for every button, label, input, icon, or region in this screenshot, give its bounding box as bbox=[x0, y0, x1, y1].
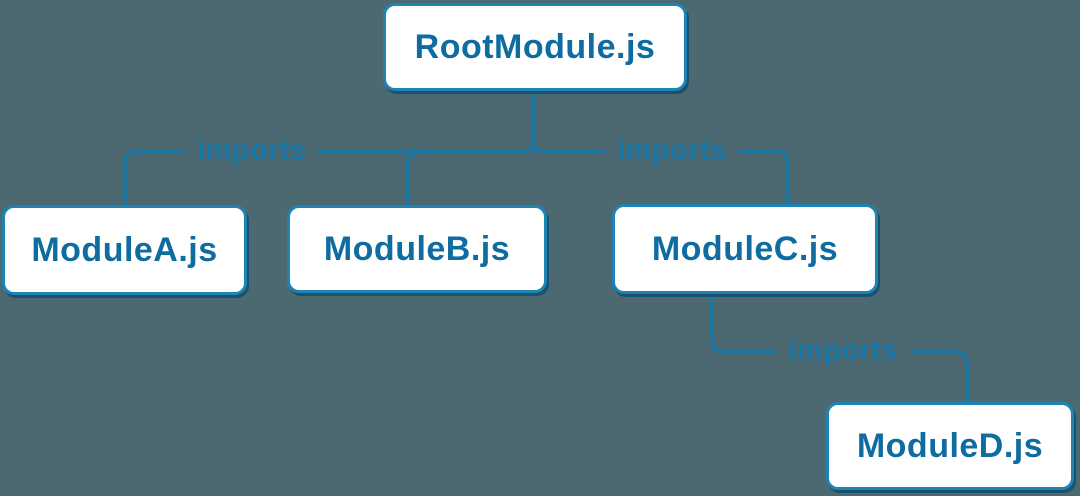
edge-label-imports-moduleC-moduleD: imports bbox=[777, 334, 909, 368]
edge-label-imports-root-moduleA: imports bbox=[186, 134, 318, 168]
node-moduleB: ModuleB.js bbox=[287, 205, 547, 293]
node-rootmodule: RootModule.js bbox=[383, 3, 687, 91]
edge-label-imports-root-moduleC: imports bbox=[606, 134, 738, 168]
node-moduleA-label: ModuleA.js bbox=[31, 230, 218, 269]
node-moduleD-label: ModuleD.js bbox=[856, 426, 1044, 465]
node-moduleD: ModuleD.js bbox=[826, 402, 1074, 490]
node-rootmodule-label: RootModule.js bbox=[414, 27, 656, 66]
edge-root-to-moduleB bbox=[405, 150, 424, 205]
node-moduleC: ModuleC.js bbox=[612, 204, 878, 294]
node-moduleB-label: ModuleB.js bbox=[323, 229, 511, 268]
node-moduleC-label: ModuleC.js bbox=[651, 229, 839, 268]
node-moduleA: ModuleA.js bbox=[2, 205, 247, 295]
